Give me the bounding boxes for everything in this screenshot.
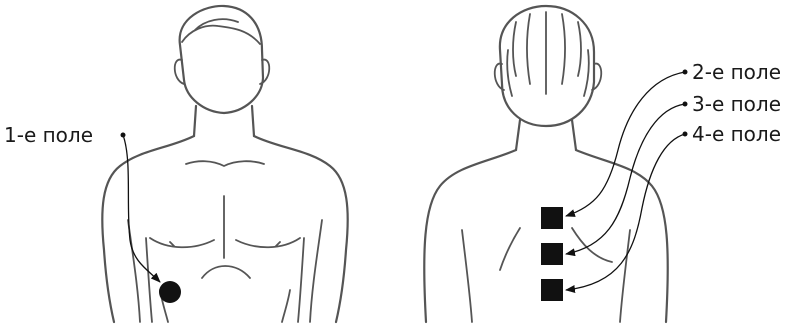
pointer-lines xyxy=(121,70,688,291)
front-torso-side-left xyxy=(146,238,152,322)
back-hair-strands xyxy=(507,12,589,96)
back-arm-inner-left xyxy=(462,230,472,322)
front-hair xyxy=(182,19,260,44)
front-head xyxy=(180,6,263,113)
field2-label: 2-е поле xyxy=(692,60,781,84)
field4-electrode-square xyxy=(541,279,563,301)
front-figure xyxy=(102,6,347,322)
field1-label: 1-е поле xyxy=(4,123,93,147)
field3-label: 3-е поле xyxy=(692,92,781,116)
field3-electrode-square xyxy=(541,243,563,265)
front-nipples xyxy=(170,242,280,246)
field2-electrode-square xyxy=(541,207,563,229)
front-clavicles xyxy=(186,161,264,166)
front-neck xyxy=(194,106,254,136)
front-torso-side-right xyxy=(298,238,304,322)
field1-pointer-line xyxy=(123,135,160,282)
back-arm-inner-right xyxy=(620,230,630,322)
back-neck xyxy=(516,120,576,150)
front-pectorals xyxy=(150,196,300,258)
back-figure xyxy=(424,6,668,322)
field1-electrode-circle xyxy=(159,281,181,303)
field4-label: 4-е поле xyxy=(692,122,781,146)
front-arm-inner-right xyxy=(310,220,322,322)
